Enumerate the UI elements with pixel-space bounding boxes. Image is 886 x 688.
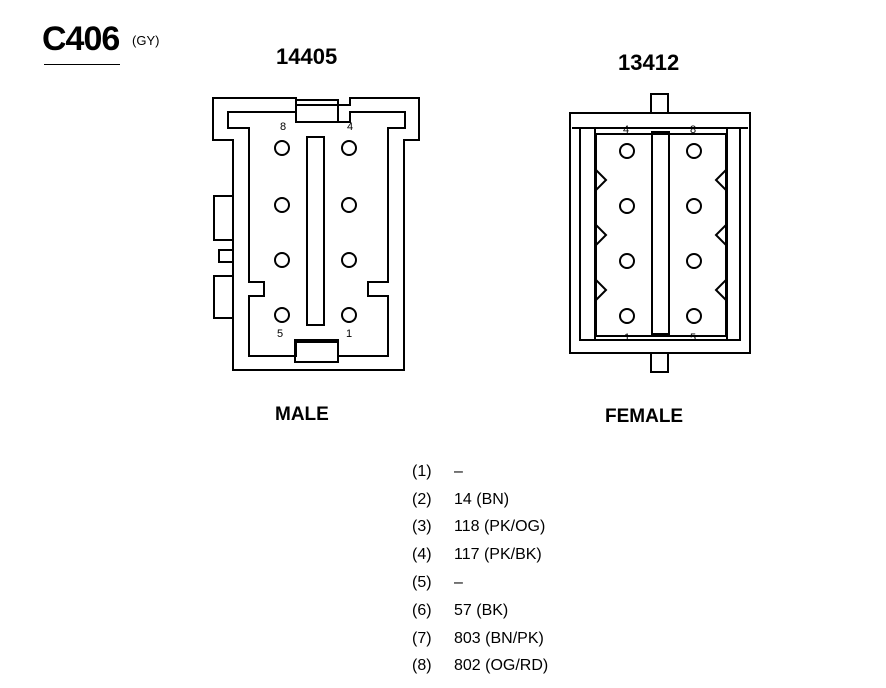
title-underline — [44, 64, 120, 65]
pinout-row: (1) – — [412, 458, 548, 486]
connector-color-code: (GY) — [132, 33, 160, 48]
female-label: FEMALE — [605, 406, 684, 427]
pinout-list: (1) – (2) 14 (BN) (3) 118 (PK/OG) (4) 117 (P… — [412, 458, 548, 680]
pin-number: (1) — [412, 462, 432, 480]
pinout-row: (2) 14 (BN) — [412, 486, 548, 514]
circuit-label: 803 (BN/PK) — [454, 629, 544, 647]
female-connector-face — [569, 93, 751, 373]
pinout-row: (6) 57 (BK) — [412, 597, 548, 625]
circuit-label: 118 (PK/OG) — [454, 518, 546, 536]
male-pin-label-8: 8 — [280, 121, 287, 133]
circuit-label: 117 (PK/BK) — [454, 546, 542, 564]
female-pin-label-1: 1 — [624, 332, 631, 344]
pinout-row: (8) 802 (OG/RD) — [412, 653, 548, 681]
male-part-number: 14405 — [276, 44, 338, 69]
circuit-label: 802 (OG/RD) — [454, 657, 549, 675]
connector-id: C406 — [42, 20, 120, 58]
pin-number: (8) — [412, 657, 432, 675]
male-pin-label-5: 5 — [277, 328, 284, 340]
circuit-label: 14 (BN) — [454, 490, 510, 508]
female-pin-label-4: 4 — [623, 124, 630, 136]
male-label: MALE — [275, 404, 329, 425]
pin-number: (3) — [412, 518, 432, 536]
female-pin-label-8: 8 — [690, 124, 697, 136]
pinout-row: (4) 117 (PK/BK) — [412, 541, 548, 569]
circuit-label: 57 (BK) — [454, 601, 509, 619]
pin-number: (5) — [412, 574, 432, 592]
pinout-row: (5) – — [412, 569, 548, 597]
female-part-number: 13412 — [618, 50, 680, 75]
circuit-label: – — [454, 462, 463, 480]
pin-number: (2) — [412, 490, 432, 508]
circuit-label: – — [454, 574, 463, 592]
pin-number: (7) — [412, 629, 432, 647]
female-pin-label-5: 5 — [690, 332, 697, 344]
male-connector-face — [212, 97, 420, 371]
pinout-row: (7) 803 (BN/PK) — [412, 625, 548, 653]
pin-number: (6) — [412, 601, 432, 619]
pin-number: (4) — [412, 546, 432, 564]
male-pin-label-1: 1 — [346, 328, 353, 340]
pinout-row: (3) 118 (PK/OG) — [412, 514, 548, 542]
male-pin-label-4: 4 — [347, 121, 354, 133]
